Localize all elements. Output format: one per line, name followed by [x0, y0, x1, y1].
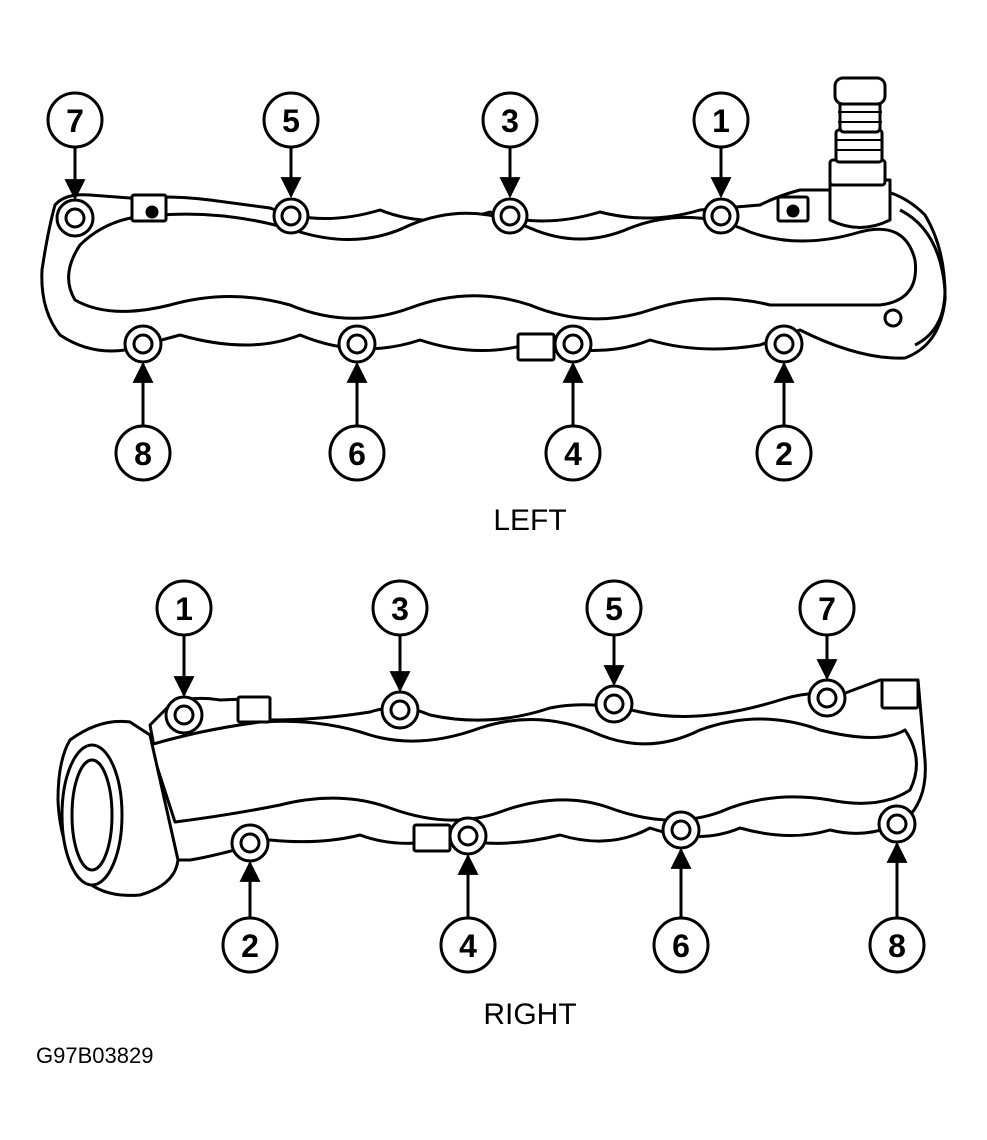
right-callout-circle-7: [798, 579, 856, 637]
left-callout-circle-4: [544, 424, 602, 482]
right-manifold-runner: [148, 717, 918, 824]
left-outlet-hole: [883, 308, 903, 328]
left-bolt-hole-8: [132, 333, 154, 355]
right-callout-circle-1: [155, 579, 213, 637]
left-bolt-hole-6: [346, 333, 368, 355]
left-bolt-number-1: 1: [712, 103, 730, 139]
right-manifold: [56, 678, 927, 897]
right-bolt-number-7: 7: [818, 591, 836, 627]
right-manifold-inlet-inner: [70, 758, 114, 872]
left-tab-3-hole: [786, 204, 800, 218]
left-callout-circle-1: [692, 91, 750, 149]
right-manifold-label: RIGHT: [483, 998, 576, 1031]
left-bottom-callouts: [114, 361, 813, 482]
left-bolt-number-4: 4: [564, 436, 582, 472]
left-manifold-label: LEFT: [493, 504, 566, 537]
right-bolt-number-6: 6: [672, 928, 690, 964]
right-callout-circle-8: [868, 916, 926, 974]
right-callout-circle-2: [221, 916, 279, 974]
left-callout-circle-8: [114, 424, 172, 482]
left-callout-circle-5: [262, 91, 320, 149]
left-bolt-hole-7: [64, 207, 86, 229]
left-bolt-hole-3: [499, 205, 521, 227]
right-bolt-hole-5: [603, 693, 625, 715]
right-bolt-number-4: 4: [459, 928, 477, 964]
right-bottom-callout-numbers: 2 4 6 8: [241, 928, 906, 964]
left-bolt-hole-1: [710, 205, 732, 227]
right-tab-1: [236, 695, 272, 724]
left-bolt-number-2: 2: [775, 436, 793, 472]
right-bolt-hole-4: [457, 825, 479, 847]
left-tab-2: [516, 332, 556, 362]
right-tab-3: [880, 678, 920, 710]
left-top-callouts: [46, 91, 750, 201]
right-bolt-hole-7: [816, 687, 838, 709]
right-bolt-hole-8: [886, 813, 908, 835]
right-bolt-number-1: 1: [175, 591, 193, 627]
left-bolt-number-7: 7: [66, 103, 84, 139]
figure-code: G97B03829: [36, 1043, 153, 1068]
left-oxygen-sensor-fitting: [828, 76, 892, 229]
right-bolt-number-5: 5: [605, 591, 623, 627]
left-bolt-number-6: 6: [348, 436, 366, 472]
right-bolt-hole-1: [173, 704, 195, 726]
left-manifold-runner: [67, 211, 918, 321]
left-callout-circle-2: [755, 424, 813, 482]
right-bolt-number-2: 2: [241, 928, 259, 964]
right-tab-2: [412, 823, 452, 853]
right-top-callouts: [155, 579, 856, 698]
right-callout-circle-4: [439, 916, 497, 974]
left-callout-circle-7: [46, 91, 104, 149]
left-top-callout-numbers: 7 5 3 1: [66, 103, 730, 139]
left-bolt-number-3: 3: [501, 103, 519, 139]
left-manifold: [40, 76, 947, 364]
left-callout-circle-3: [481, 91, 539, 149]
right-bolt-hole-2: [239, 832, 261, 854]
right-bolt-hole-3: [389, 699, 411, 721]
right-callout-circle-5: [585, 579, 643, 637]
left-manifold-outlet-collar: [899, 208, 947, 347]
right-bolt-hole-6: [670, 819, 692, 841]
left-bolt-hole-2: [773, 333, 795, 355]
left-tab-1-hole: [145, 205, 159, 219]
left-bottom-callout-numbers: 8 6 4 2: [134, 436, 793, 472]
left-bolt-number-5: 5: [282, 103, 300, 139]
right-bolt-number-8: 8: [888, 928, 906, 964]
right-bolt-number-3: 3: [391, 591, 409, 627]
left-bolt-hole-4: [562, 333, 584, 355]
right-callout-circle-6: [652, 916, 710, 974]
right-top-callout-numbers: 1 3 5 7: [175, 591, 836, 627]
right-callout-circle-3: [371, 579, 429, 637]
right-bottom-callouts: [221, 841, 926, 974]
left-bolt-hole-5: [280, 205, 302, 227]
left-bolt-number-8: 8: [134, 436, 152, 472]
left-callout-circle-6: [328, 424, 386, 482]
